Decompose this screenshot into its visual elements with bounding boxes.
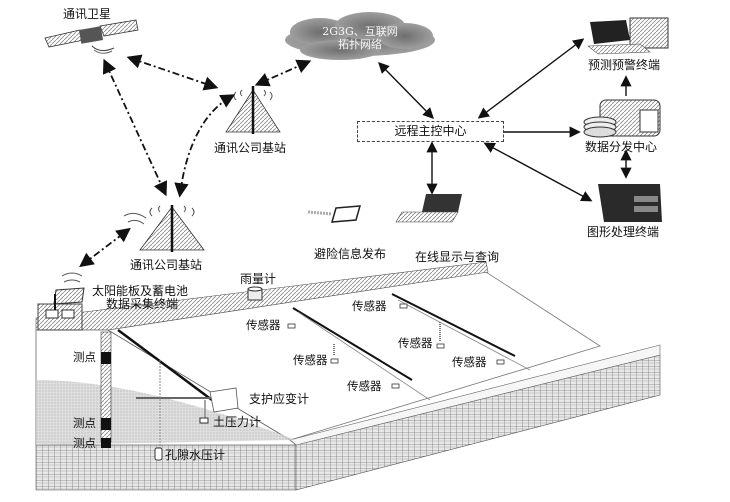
graphics-terminal-label: 图形处理终端 [587, 225, 660, 239]
laptop-label: 在线显示与查询 [415, 250, 500, 264]
sensor-node [391, 383, 400, 389]
network-cloud-line2: 拓扑网络 [338, 38, 382, 51]
server-database-icon [583, 99, 661, 138]
base-station-upper-label: 通讯公司基站 [214, 141, 287, 155]
laptop-icon [395, 194, 462, 223]
network-cloud-line1: 2G3G、互联网 [322, 25, 398, 38]
control-center-box: 远程主控中心 [357, 121, 504, 142]
workstation-icon [598, 184, 662, 222]
measure-point-marker [101, 438, 111, 448]
support-strain-label: 支护应变计 [249, 392, 310, 406]
sensor-cable [391, 293, 516, 357]
acquisition-label-line1: 太阳能板及蓄电池 [92, 284, 189, 298]
acquisition-label-line2: 数据采集终端 [106, 297, 179, 311]
rain-gauge-label: 雨量计 [240, 272, 277, 286]
base-station-lower-label: 通讯公司基站 [130, 258, 203, 272]
desktop-computer-icon [587, 17, 669, 55]
sensor-label: 传感器 [347, 379, 382, 393]
link-satellite-lower-station [102, 58, 168, 197]
sensor-node [496, 359, 505, 365]
sensor-node [399, 303, 408, 309]
cloud-icon [285, 12, 435, 60]
satellite-icon [44, 19, 139, 54]
tablet-icon [307, 205, 362, 223]
sensor-label: 传感器 [398, 336, 433, 350]
sensor-node [287, 323, 296, 329]
satellite-label: 通讯卫星 [63, 7, 112, 21]
link-acquisition-station [79, 227, 131, 268]
solar-panel-icon [53, 287, 85, 305]
sensor-label: 传感器 [452, 355, 487, 369]
link-stations [174, 94, 236, 198]
antenna-tower-icon-upper [225, 86, 281, 134]
link-control-forecast [477, 38, 585, 119]
measure-point-marker [101, 352, 111, 364]
measure-point-marker [101, 418, 111, 430]
link-cloud-control [378, 62, 434, 119]
acquisition-terminal-icon [37, 303, 83, 331]
antenna-tower-icon-lower [123, 205, 205, 252]
sensor-label: 传感器 [293, 353, 328, 367]
measure-point-label: 测点 [73, 416, 96, 430]
pore-pressure-gauge-icon [154, 447, 163, 461]
wireless-links [79, 54, 312, 268]
measure-point-label: 测点 [73, 350, 96, 364]
measure-point-label: 测点 [73, 436, 96, 450]
network-cloud-label: 2G3G、互联网 拓扑网络 [300, 25, 420, 51]
tablet-label: 避险信息发布 [314, 247, 387, 261]
link-control-graphics [483, 142, 593, 202]
link-station-cloud [254, 59, 312, 87]
forecast-terminal-label: 预测预警终端 [588, 58, 661, 72]
anchor-rod [117, 328, 213, 402]
control-center-label: 远程主控中心 [394, 124, 467, 138]
earth-pressure-label: 土压力计 [213, 415, 262, 429]
sensor-label: 传感器 [352, 299, 387, 313]
sensor-cable [292, 307, 413, 381]
pore-water-label: 孔隙水压计 [165, 448, 226, 462]
link-satellite-basestation [126, 54, 219, 91]
sensor-label: 传感器 [246, 318, 281, 332]
sensor-node [330, 358, 339, 364]
slope-terrain [35, 261, 661, 491]
data-center-label: 数据分发中心 [585, 140, 658, 154]
sensor-node [436, 343, 445, 349]
